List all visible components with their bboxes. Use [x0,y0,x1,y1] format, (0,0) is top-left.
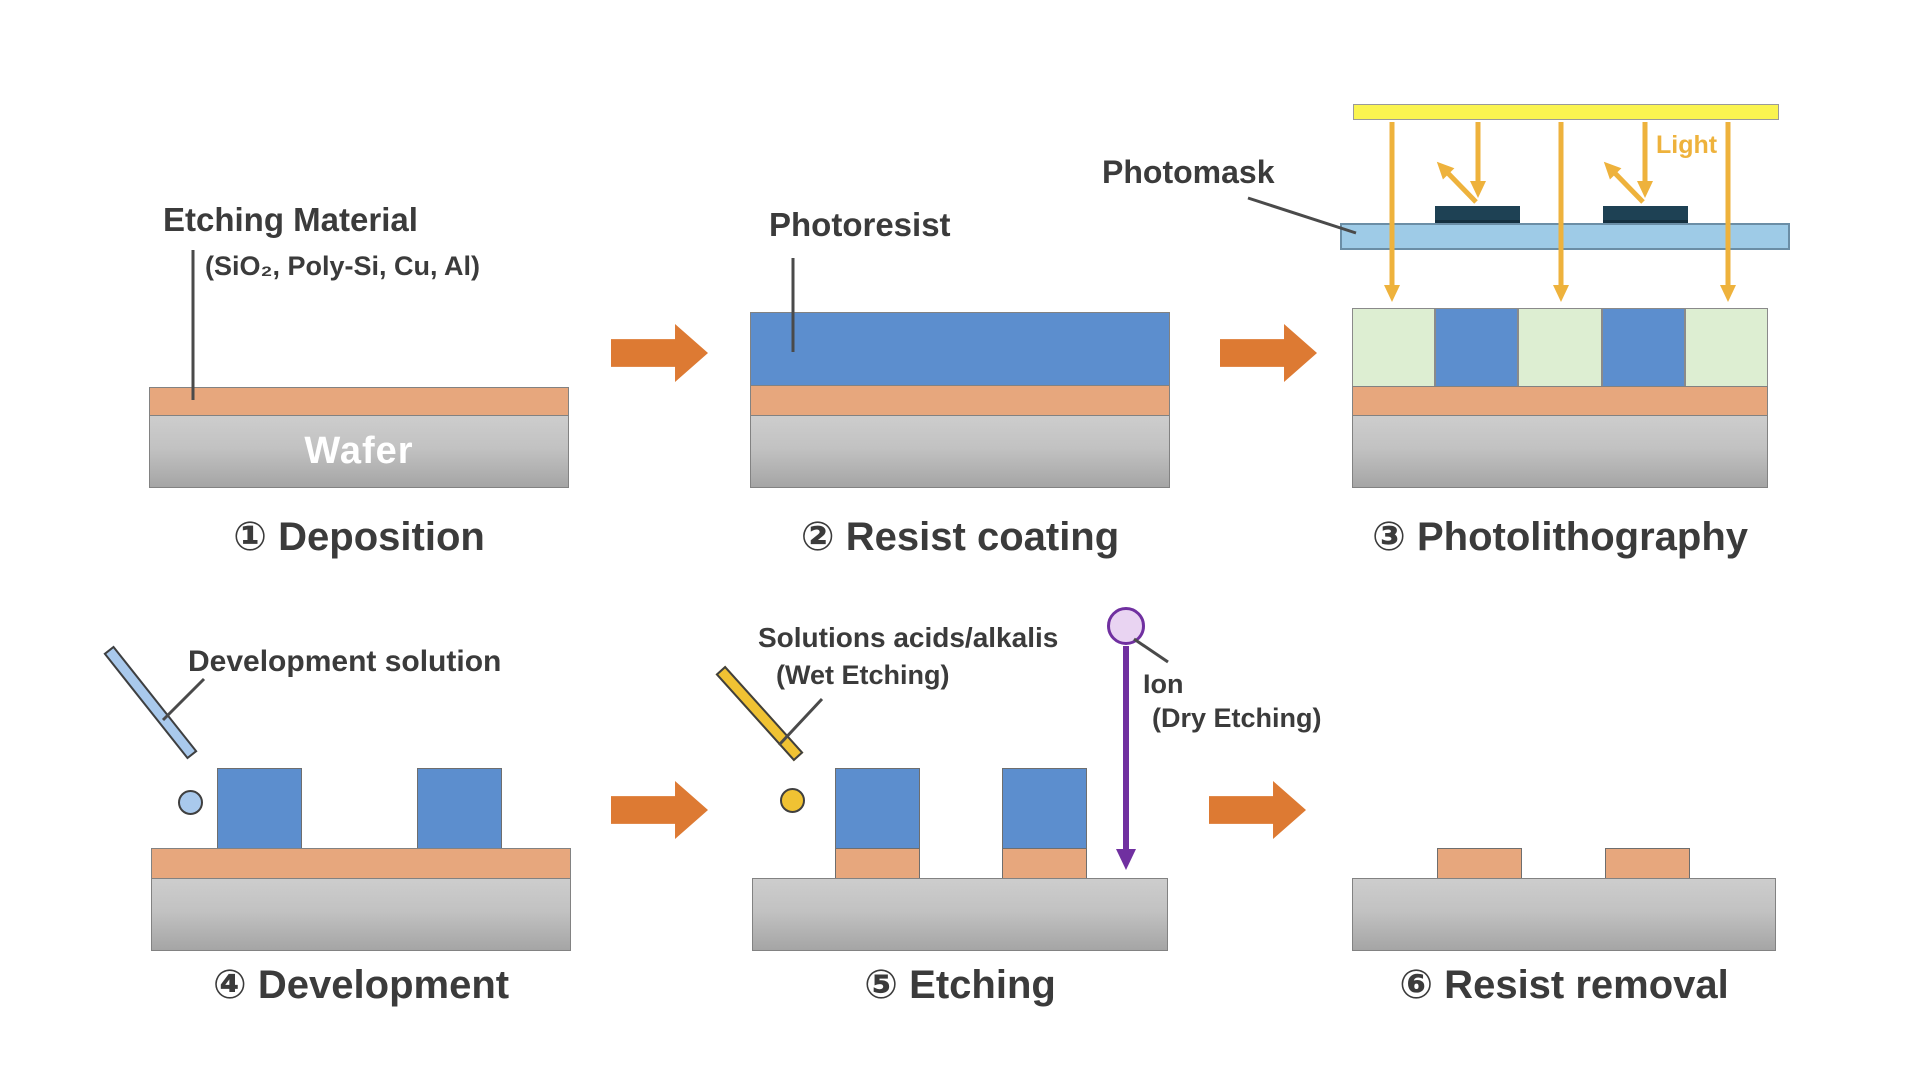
mask-pattern-block [1603,206,1688,224]
development-caption: ④ Development [212,963,510,1007]
resist-block [217,768,302,849]
development-solution-label: Development solution [188,645,502,678]
wafer-block [1352,878,1776,951]
wafer-label: Wafer [304,430,414,472]
wet-etchant-label: Solutions acids/alkalis [758,622,1059,653]
etched-material-block [1002,848,1087,879]
wafer-block: Wafer [149,415,569,488]
light-source-bar [1353,104,1779,120]
wet-etching-sublabel: (Wet Etching) [776,660,950,690]
flow-arrow-1 [611,324,708,382]
etching-material-layer [1352,386,1768,416]
etching-caption: ⑤ Etching [864,963,1056,1007]
resist-block [417,768,502,849]
dry-etching-sublabel: (Dry Etching) [1152,703,1322,733]
etchant-stick [715,665,804,762]
photolithography-caption: ③ Photolithography [1371,515,1749,559]
unexposed-resist-segment [1601,308,1685,387]
wafer-block [750,415,1170,488]
reflected-light-ray [1603,161,1645,204]
flow-arrow-4 [1209,781,1306,839]
etching-material-layer [151,848,571,879]
leader-line [1247,196,1357,235]
etchant-droplet [780,788,805,813]
reflected-light-ray [1436,161,1478,204]
flow-arrow-2 [1220,324,1317,382]
dropper-stick [103,645,198,760]
photomask-bar [1340,223,1790,250]
leader-line [1133,637,1169,664]
deposition-caption: ① Deposition [233,515,485,559]
resist-block [835,768,920,849]
ion-label: Ion [1143,669,1184,699]
patterned-resist-row [1352,308,1769,387]
flow-arrow-3 [611,781,708,839]
resist-block [1002,768,1087,849]
ion-ball [1107,607,1145,645]
mask-pattern-block [1435,206,1520,224]
leader-line [777,697,824,747]
etching-material-label: Etching Material [163,201,418,238]
etched-material-block [835,848,920,879]
exposed-resist-segment [1684,308,1769,387]
solution-droplet [178,790,203,815]
etching-material-layer [750,385,1170,416]
remaining-material-block [1437,848,1522,879]
resist-coating-caption: ② Resist coating [800,515,1120,559]
exposed-resist-segment [1352,308,1436,387]
etching-material-sublabel: (SiO₂, Poly-Si, Cu, Al) [205,251,481,281]
unexposed-resist-segment [1435,308,1519,387]
photoresist-label: Photoresist [769,206,951,243]
etching-material-layer [149,387,569,416]
photomask-label: Photomask [1102,154,1275,190]
resist-removal-caption: ⑥ Resist removal [1399,963,1729,1007]
exposed-resist-segment [1518,308,1602,387]
leader-line [161,677,206,722]
photoresist-layer [750,312,1170,386]
remaining-material-block [1605,848,1690,879]
wafer-block [151,878,571,951]
wafer-block [1352,415,1768,488]
wafer-block [752,878,1168,951]
light-label: Light [1656,131,1718,159]
